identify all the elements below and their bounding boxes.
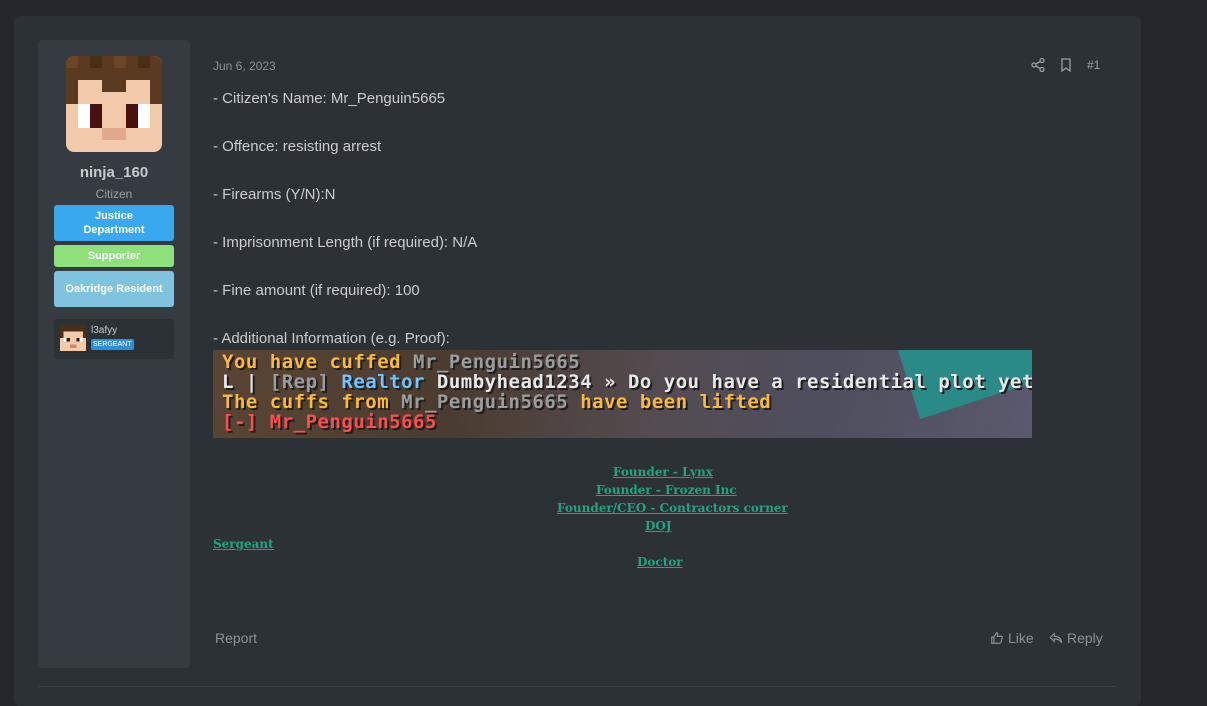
fine-amount-line: - Fine amount (if required): 100 xyxy=(213,282,420,299)
report-label: Report xyxy=(215,630,258,646)
banner-justice-department: Justice Department xyxy=(54,205,174,241)
chat-segment: [-] Mr_Penguin5665 xyxy=(222,411,437,433)
chat-line: The cuffs from Mr_Penguin5665 have been … xyxy=(222,391,771,413)
chat-line: You have cuffed Mr_Penguin5665 xyxy=(222,351,580,373)
banner-supporter: Supporter xyxy=(54,245,174,267)
minecraft-face-icon xyxy=(60,325,86,351)
signature-link-founder-lynx[interactable]: Founder - Lynx xyxy=(613,465,713,479)
imprisonment-length-line: - Imprisonment Length (if required): N/A xyxy=(213,234,478,251)
like-label: Like xyxy=(1008,630,1034,646)
chat-segment: Realtor xyxy=(341,371,437,393)
additional-info-line: - Additional Information (e.g. Proof): xyxy=(213,330,450,347)
firearms-line: - Firearms (Y/N):N xyxy=(213,186,336,203)
chat-line: [-] Mr_Penguin5665 xyxy=(222,411,437,433)
signature-link-contractors-corner[interactable]: Founder/CEO - Contractors corner xyxy=(557,501,788,515)
offence-line: - Offence: resisting arrest xyxy=(213,138,382,155)
post-number[interactable]: #1 xyxy=(1087,58,1101,72)
user-avatar[interactable] xyxy=(66,56,162,152)
reply-label: Reply xyxy=(1067,630,1103,646)
report-button[interactable]: Report xyxy=(215,630,257,646)
user-info-panel: ninja_160 Citizen Justice Department Sup… xyxy=(38,40,190,668)
chat-segment: have been lifted xyxy=(580,391,772,413)
user-title: Citizen xyxy=(95,187,133,201)
linked-account-badge: SERGEANT xyxy=(91,339,134,350)
chat-segment: » Do you have a residential plot yet? xyxy=(604,371,1032,393)
reply-icon xyxy=(1049,632,1063,644)
like-button[interactable]: Like xyxy=(990,630,1034,646)
linked-account-avatar xyxy=(60,325,86,351)
chat-segment: [Rep] xyxy=(269,371,342,393)
chat-line: L | [Rep] Realtor Dumbyhead1234 » Do you… xyxy=(222,371,1032,393)
signature-link-doj[interactable]: DOJ xyxy=(645,519,672,533)
linked-account-name[interactable]: l3afyy xyxy=(91,325,118,336)
reply-button[interactable]: Reply xyxy=(1049,630,1103,646)
like-icon xyxy=(991,632,1003,644)
share-icon[interactable] xyxy=(1030,57,1046,73)
minecraft-face-icon xyxy=(66,56,162,152)
signature-link-founder-frozen-inc[interactable]: Founder - Frozen Inc xyxy=(596,483,737,497)
username[interactable]: ninja_160 xyxy=(79,164,149,181)
post-divider xyxy=(38,686,1116,687)
bookmark-icon[interactable] xyxy=(1058,57,1074,73)
chat-segment: Mr_Penguin5665 xyxy=(401,391,581,413)
chat-segment: Mr_Penguin5665 xyxy=(413,351,581,373)
chat-segment: You have cuffed xyxy=(222,351,414,373)
chat-segment: L | xyxy=(222,371,270,393)
signature-link-sergeant[interactable]: Sergeant xyxy=(213,537,274,551)
post-date[interactable]: Jun 6, 2023 xyxy=(213,59,276,73)
banner-oakridge-resident: Oakridge Resident xyxy=(54,271,174,307)
chat-segment: The cuffs from xyxy=(222,391,402,413)
linked-account[interactable]: l3afyy SERGEANT xyxy=(54,319,174,359)
citizen-name-line: - Citizen's Name: Mr_Penguin5665 xyxy=(213,90,446,107)
signature-link-doctor[interactable]: Doctor xyxy=(637,555,683,569)
chat-segment: Dumbyhead1234 xyxy=(436,371,605,393)
